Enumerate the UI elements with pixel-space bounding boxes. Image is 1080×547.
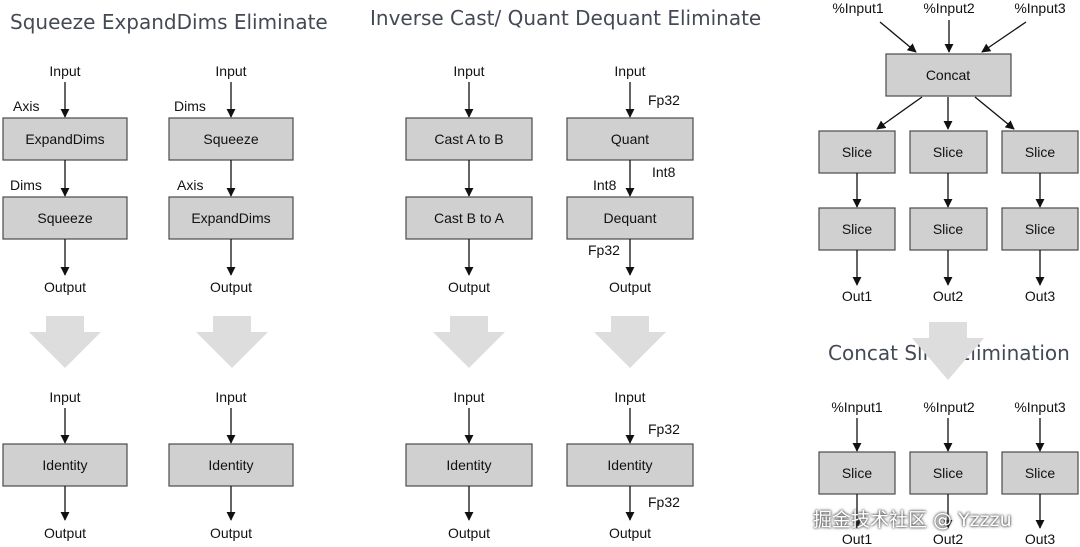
svg-text:Identity: Identity <box>446 457 491 473</box>
svg-text:Quant: Quant <box>611 131 649 147</box>
d1-output-label: Output <box>44 279 86 295</box>
d4-after-input-label: Input <box>614 389 645 405</box>
d4-input-label: Input <box>614 63 645 79</box>
d3-input-label: Input <box>453 63 484 79</box>
d5-after-input2-label: %Input2 <box>923 399 975 415</box>
d4-after-output-label: Output <box>609 525 651 541</box>
d2-squeeze-node: Squeeze <box>168 117 294 161</box>
d1-after-input-label: Input <box>49 389 80 405</box>
d5-out1-label: Out1 <box>842 288 873 304</box>
svg-text:Slice: Slice <box>1025 465 1056 481</box>
svg-text:Slice: Slice <box>933 221 964 237</box>
svg-text:Dequant: Dequant <box>604 210 657 226</box>
svg-text:Identity: Identity <box>607 457 652 473</box>
d5-slice-top-2: Slice <box>909 130 988 174</box>
svg-text:Identity: Identity <box>208 457 253 473</box>
d5-after-out1-label: Out1 <box>842 531 873 547</box>
svg-text:Slice: Slice <box>842 221 873 237</box>
svg-text:Slice: Slice <box>933 144 964 160</box>
d2-after-input-label: Input <box>215 389 246 405</box>
d5-slice-bottom-3: Slice <box>1001 207 1079 251</box>
svg-text:Cast A to B: Cast A to B <box>434 131 503 147</box>
d5-out2-label: Out2 <box>933 288 964 304</box>
d3-cast-a-to-b-node: Cast A to B <box>405 117 533 161</box>
d5-input1-label: %Input1 <box>832 0 884 16</box>
d5-after-out3-label: Out3 <box>1025 531 1056 547</box>
d5-slice-top-3: Slice <box>1001 130 1079 174</box>
transform-arrow-2 <box>196 316 268 368</box>
watermark: 掘金技术社区 @ Yzzzu <box>813 509 1012 531</box>
d4-identity-node: Identity <box>566 443 694 487</box>
d4-int8-out-label: Int8 <box>652 164 676 180</box>
svg-text:Squeeze: Squeeze <box>37 210 92 226</box>
d2-after-output-label: Output <box>210 525 252 541</box>
d4-quant-node: Quant <box>566 117 694 161</box>
d5-slice-top-1: Slice <box>818 130 896 174</box>
d4-int8-in-label: Int8 <box>593 177 617 193</box>
d1-input-label: Input <box>49 63 80 79</box>
d2-input-label: Input <box>215 63 246 79</box>
svg-text:ExpandDims: ExpandDims <box>25 131 104 147</box>
svg-text:Slice: Slice <box>1025 221 1056 237</box>
d5-arrow-split1 <box>876 96 923 130</box>
d5-after-out2-label: Out2 <box>933 531 964 547</box>
d5-after-slice-2: Slice <box>909 451 988 495</box>
svg-text:Slice: Slice <box>842 465 873 481</box>
d1-squeeze-node: Squeeze <box>2 196 128 240</box>
transform-arrow-1 <box>29 316 101 368</box>
svg-text:Slice: Slice <box>933 465 964 481</box>
d5-slice-bottom-1: Slice <box>818 207 896 251</box>
d2-expanddims-node: ExpandDims <box>168 196 294 240</box>
svg-text:Concat: Concat <box>926 67 970 83</box>
d1-identity-node: Identity <box>2 443 128 487</box>
svg-text:Slice: Slice <box>842 144 873 160</box>
title-squeeze-expanddims: Squeeze ExpandDims Eliminate <box>10 10 328 34</box>
d5-arrow-in3 <box>981 21 1027 53</box>
d4-fp32-in-label: Fp32 <box>648 92 680 108</box>
transform-arrow-5 <box>912 322 984 380</box>
d4-after-fp32-in-label: Fp32 <box>648 421 680 437</box>
d5-concat-node: Concat <box>885 53 1012 97</box>
d2-identity-node: Identity <box>168 443 294 487</box>
svg-text:Identity: Identity <box>42 457 87 473</box>
d5-input2-label: %Input2 <box>923 0 975 16</box>
d4-fp32-out-label: Fp32 <box>588 242 620 258</box>
d5-after-input3-label: %Input3 <box>1014 399 1066 415</box>
d4-dequant-node: Dequant <box>566 196 694 240</box>
d3-after-input-label: Input <box>453 389 484 405</box>
d3-cast-b-to-a-node: Cast B to A <box>405 196 533 240</box>
d2-axis-label: Axis <box>177 177 203 193</box>
svg-text:Cast B to A: Cast B to A <box>434 210 505 226</box>
transform-arrow-3 <box>433 316 505 368</box>
d5-arrow-split3 <box>974 96 1015 130</box>
d5-slice-bottom-2: Slice <box>909 207 988 251</box>
d5-after-input1-label: %Input1 <box>831 399 883 415</box>
d1-expanddims-node: ExpandDims <box>2 117 128 161</box>
d5-out3-label: Out3 <box>1025 288 1056 304</box>
svg-text:ExpandDims: ExpandDims <box>191 210 270 226</box>
d3-output-label: Output <box>448 279 490 295</box>
d4-after-fp32-out-label: Fp32 <box>648 494 680 510</box>
d1-axis-label: Axis <box>13 98 39 114</box>
transform-arrow-4 <box>594 316 666 368</box>
svg-text:Slice: Slice <box>1025 144 1056 160</box>
d2-output-label: Output <box>210 279 252 295</box>
d5-after-slice-3: Slice <box>1001 451 1079 495</box>
title-inverse-cast: Inverse Cast/ Quant Dequant Eliminate <box>370 6 762 30</box>
d5-arrow-in1 <box>879 21 917 53</box>
svg-text:Squeeze: Squeeze <box>203 131 258 147</box>
d5-input3-label: %Input3 <box>1014 0 1066 16</box>
d1-after-output-label: Output <box>44 525 86 541</box>
d3-after-output-label: Output <box>448 525 490 541</box>
d3-identity-node: Identity <box>405 443 533 487</box>
d1-dims-label: Dims <box>10 177 42 193</box>
d5-after-slice-1: Slice <box>818 451 896 495</box>
d4-output-label: Output <box>609 279 651 295</box>
d2-dims-label: Dims <box>174 98 206 114</box>
